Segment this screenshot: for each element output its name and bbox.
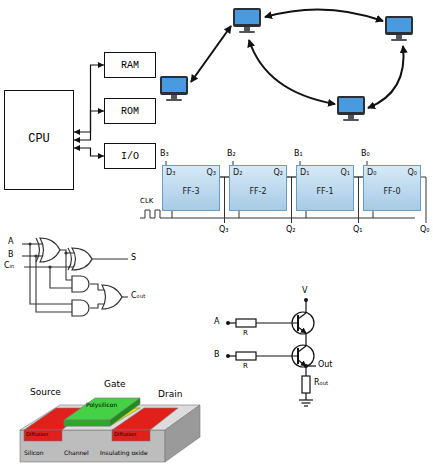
part-label: Polysilicon [86, 402, 117, 409]
part-label: Insulating oxide [100, 450, 148, 457]
resistor-label: R [243, 330, 248, 338]
flip-flop-block: D₃ Q₃ FF-3 [162, 165, 220, 211]
part-label: Source [30, 388, 61, 398]
pin-label: Q₂ [273, 169, 283, 178]
signal-label: V [302, 287, 307, 296]
block-name: CPU [28, 133, 50, 146]
bus-connector [74, 148, 104, 156]
pin-row: D₀ Q₀ [367, 169, 417, 178]
part-label: Diffusion [114, 432, 136, 438]
signal-label: A [8, 238, 13, 247]
block-box: RAM [104, 52, 156, 78]
transistor-circuit [228, 300, 316, 406]
part-label: Drain [158, 390, 182, 400]
pin-label: Q₀ [407, 169, 417, 178]
part-label: Channel [64, 450, 89, 457]
pin-row: D₂ Q₂ [233, 169, 283, 178]
network-links [191, 9, 404, 108]
block-name: FF-2 [249, 187, 266, 196]
name-row: FF-0 [367, 187, 417, 197]
part-label: Gate [104, 380, 126, 390]
pin-label: D₂ [233, 169, 242, 178]
input-label: B₂ [227, 150, 236, 159]
computer-icon [160, 76, 188, 101]
pin-label: Q₃ [206, 169, 216, 178]
input-label: B₃ [160, 150, 169, 159]
signal-label: B [8, 251, 14, 260]
bus-connector [74, 111, 104, 140]
signal-label: S [131, 254, 136, 263]
pin-label: Q₁ [340, 169, 350, 178]
pin-row: D₃ Q₃ [166, 169, 216, 178]
shift-register-wires [140, 161, 426, 223]
data-wire [220, 176, 229, 177]
flip-flop-block: D₀ Q₀ FF-0 [363, 165, 421, 211]
mosfet-illustration [20, 398, 200, 462]
flip-flop-block: D₂ Q₂ FF-2 [229, 165, 287, 211]
part-label: Diffusion [26, 432, 48, 438]
block-name: FF-1 [316, 187, 333, 196]
resistor-label: Rₒᵤₜ [314, 379, 328, 388]
name-row: FF-3 [166, 187, 216, 197]
computer-icon [337, 96, 365, 121]
output-label: Q₂ [286, 226, 296, 235]
output-label: Q₃ [219, 226, 229, 235]
block-box: I/O [104, 143, 156, 169]
clock-label: CLK [140, 198, 153, 206]
data-wire [354, 176, 363, 177]
name-row: FF-2 [233, 187, 283, 197]
flip-flop-block: D₁ Q₁ FF-1 [296, 165, 354, 211]
computer-icon [385, 16, 413, 41]
bus-connector [74, 65, 104, 132]
signal-label: B [214, 351, 220, 360]
pin-label: D₃ [166, 169, 175, 178]
terminal-dots [226, 298, 308, 368]
block-name: I/O [121, 151, 139, 162]
computer-icon [233, 8, 261, 33]
data-wire [287, 176, 296, 177]
output-label: Q₀ [420, 226, 430, 235]
part-label: Silicon [24, 450, 44, 457]
resistor-label: R [243, 363, 248, 371]
block-name: RAM [121, 60, 139, 71]
pin-row: D₁ Q₁ [300, 169, 350, 178]
block-box: CPU [4, 90, 74, 190]
block-name: FF-0 [383, 187, 400, 196]
signal-label: A [214, 318, 219, 327]
input-label: B₀ [361, 150, 370, 159]
block-name: ROM [121, 106, 139, 117]
signal-label: Cₒᵤₜ [131, 292, 146, 301]
pin-label: D₁ [300, 169, 309, 178]
name-row: FF-1 [300, 187, 350, 197]
signal-label: Cᵢₙ [4, 262, 14, 271]
logic-gates [36, 238, 122, 316]
input-label: B₁ [294, 150, 303, 159]
block-name: FF-3 [182, 187, 199, 196]
output-label: Q₁ [353, 226, 363, 235]
pin-label: D₀ [367, 169, 376, 178]
signal-label: Out [318, 361, 333, 370]
block-box: ROM [104, 98, 156, 124]
